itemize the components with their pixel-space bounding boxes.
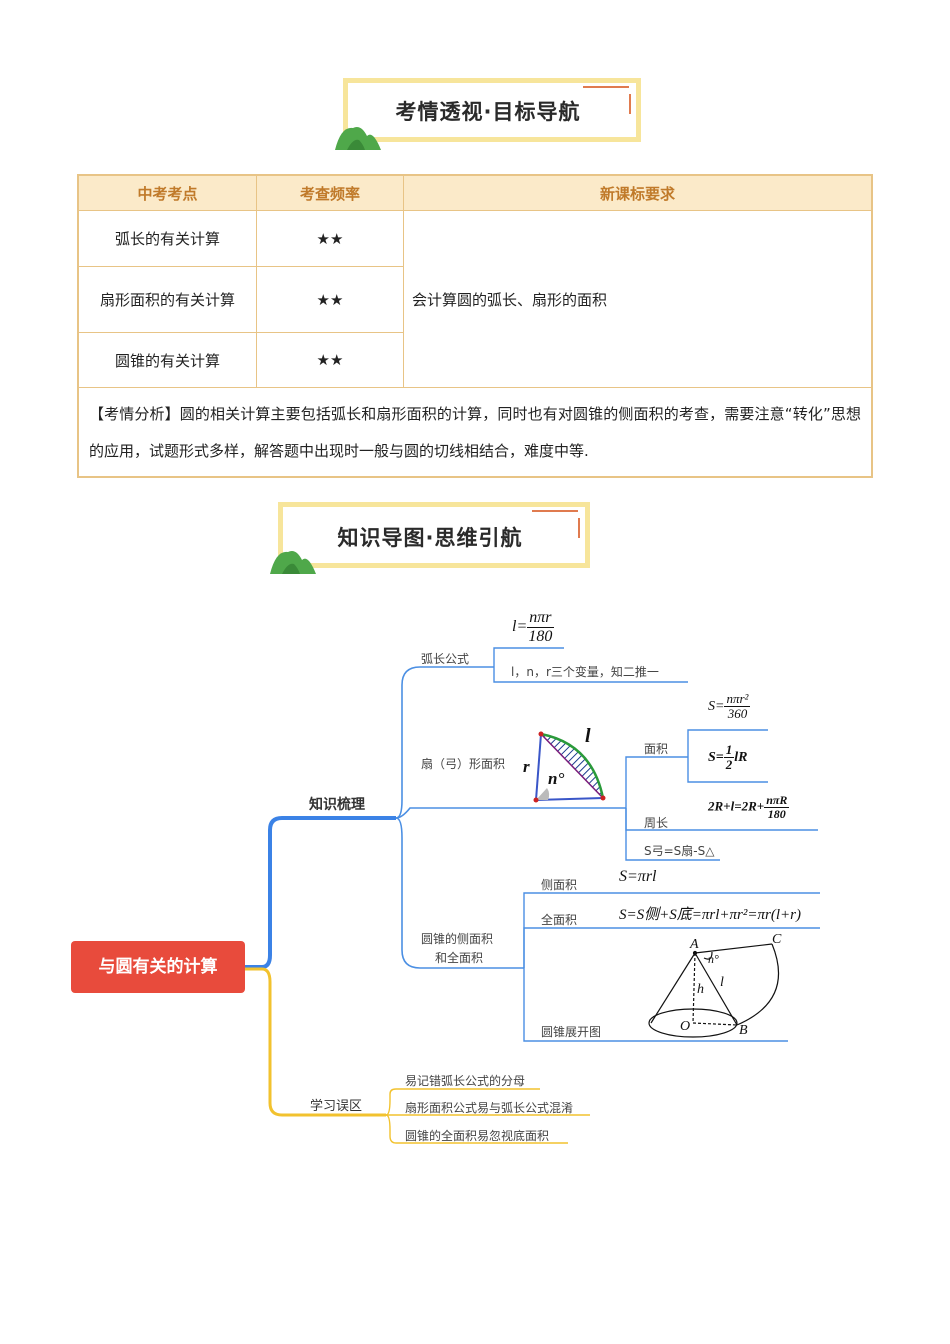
banner-deco-line (629, 94, 631, 114)
mistake-item: 扇形面积公式易与弧长公式混淆 (405, 1101, 574, 1115)
banner-title: 考情透视·目标导航 (395, 100, 581, 124)
analysis-row: 【考情分析】圆的相关计算主要包括弧长和扇形面积的计算，同时也有对圆锥的侧面积的考… (77, 387, 873, 478)
topic-cell: 弧长的有关计算 (77, 210, 257, 267)
banner-frame (278, 502, 590, 568)
frequency-cell: ★★ (256, 266, 404, 333)
header-frequency: 考查频率 (256, 174, 404, 211)
cone-fig-l: l (720, 975, 724, 990)
formula-rhs: lR (734, 750, 748, 766)
header-requirement: 新课标要求 (403, 174, 873, 211)
mountain-icon (270, 551, 316, 574)
cone-fig-C: C (772, 932, 782, 947)
cone-lateral-label: 侧面积 (541, 878, 578, 892)
branch-knowledge: 知识梳理 (309, 797, 365, 813)
sector-figure (533, 731, 606, 803)
fraction-denominator: 180 (528, 627, 553, 645)
mistake-item: 易记错弧长公式的分母 (405, 1074, 526, 1088)
fraction-numerator: nπr² (724, 691, 751, 708)
banner-title: 知识导图·思维引航 (337, 526, 523, 550)
banner-deco-line (532, 510, 578, 512)
segment-area-formula: S弓=S扇-S△ (644, 844, 715, 858)
cone-fig-n: n° (708, 952, 719, 966)
topic-cell: 扇形面积的有关计算 (77, 266, 257, 333)
banner-deco-line (578, 518, 580, 538)
exam-table: 中考考点 考查频率 新课标要求 弧长的有关计算 ★★ 会计算圆的弧长、扇形的面积… (77, 174, 873, 478)
fraction-numerator: 1 (723, 742, 735, 759)
cone-label-line1: 圆锥的侧面积 (421, 932, 494, 946)
table-row: 圆锥的有关计算 ★★ (77, 332, 872, 388)
mistake-item: 圆锥的全面积易忽视底面积 (405, 1129, 550, 1143)
branch-mistakes: 学习误区 (310, 1099, 363, 1114)
arc-length-note: l，n，r三个变量，知二推一 (511, 665, 659, 679)
sector-label: 扇（弓）形面积 (421, 757, 506, 771)
fraction-denominator: 360 (727, 706, 748, 722)
fraction-numerator: nπR (764, 793, 790, 809)
fraction-denominator: 180 (767, 807, 786, 822)
sector-area-label: 面积 (644, 742, 669, 756)
cone-fig-A: A (690, 937, 699, 952)
cone-lateral-formula: S=πrl (619, 868, 657, 885)
header-topic: 中考考点 (77, 174, 257, 211)
requirement-cell: 会计算圆的弧长、扇形的面积 (403, 210, 873, 388)
analysis-text: 【考情分析】圆的相关计算主要包括弧长和扇形面积的计算，同时也有对圆锥的侧面积的考… (77, 387, 873, 478)
sector-fig-n: n° (548, 769, 565, 788)
sector-perimeter-label: 周长 (644, 816, 669, 830)
table-header-row: 中考考点 考查频率 新课标要求 (77, 174, 873, 211)
banner-frame (343, 78, 641, 142)
fraction-denominator: 2 (725, 757, 733, 773)
cone-fig-h: h (697, 982, 704, 997)
cone-development-figure (648, 943, 780, 1038)
table-row: 弧长的有关计算 ★★ 会计算圆的弧长、扇形的面积 (77, 210, 873, 388)
sector-fig-r: r (523, 757, 530, 776)
fraction-numerator: nπr (527, 609, 554, 628)
table-row: 扇形面积的有关计算 ★★ (77, 266, 872, 333)
formula-lhs: S= (708, 699, 725, 715)
mountain-icon (335, 127, 381, 150)
cone-development-label: 圆锥展开图 (541, 1025, 602, 1039)
formula-lhs: l= (512, 617, 528, 635)
cone-fig-B: B (739, 1023, 748, 1038)
formula-lhs: S= (708, 750, 724, 766)
cone-total-formula: S=S侧+S底=πrl+πr²=πr(l+r) (619, 907, 801, 923)
sector-fig-l: l (585, 725, 591, 747)
section-banner-exam: 考情透视·目标导航 (335, 78, 641, 150)
section-banner-mindmap: 知识导图·思维引航 (270, 502, 590, 574)
banner-deco-line (583, 86, 629, 88)
formula-lhs: 2R+l=2R+ (708, 798, 765, 814)
arc-length-label: 弧长公式 (421, 652, 470, 666)
cone-fig-O: O (680, 1019, 691, 1034)
cone-total-label: 全面积 (541, 913, 578, 927)
frequency-cell: ★★ (256, 332, 404, 388)
mindmap-root: 与圆有关的计算 (71, 941, 245, 993)
cone-label-line2: 和全面积 (435, 951, 484, 965)
topic-cell: 圆锥的有关计算 (77, 332, 257, 388)
